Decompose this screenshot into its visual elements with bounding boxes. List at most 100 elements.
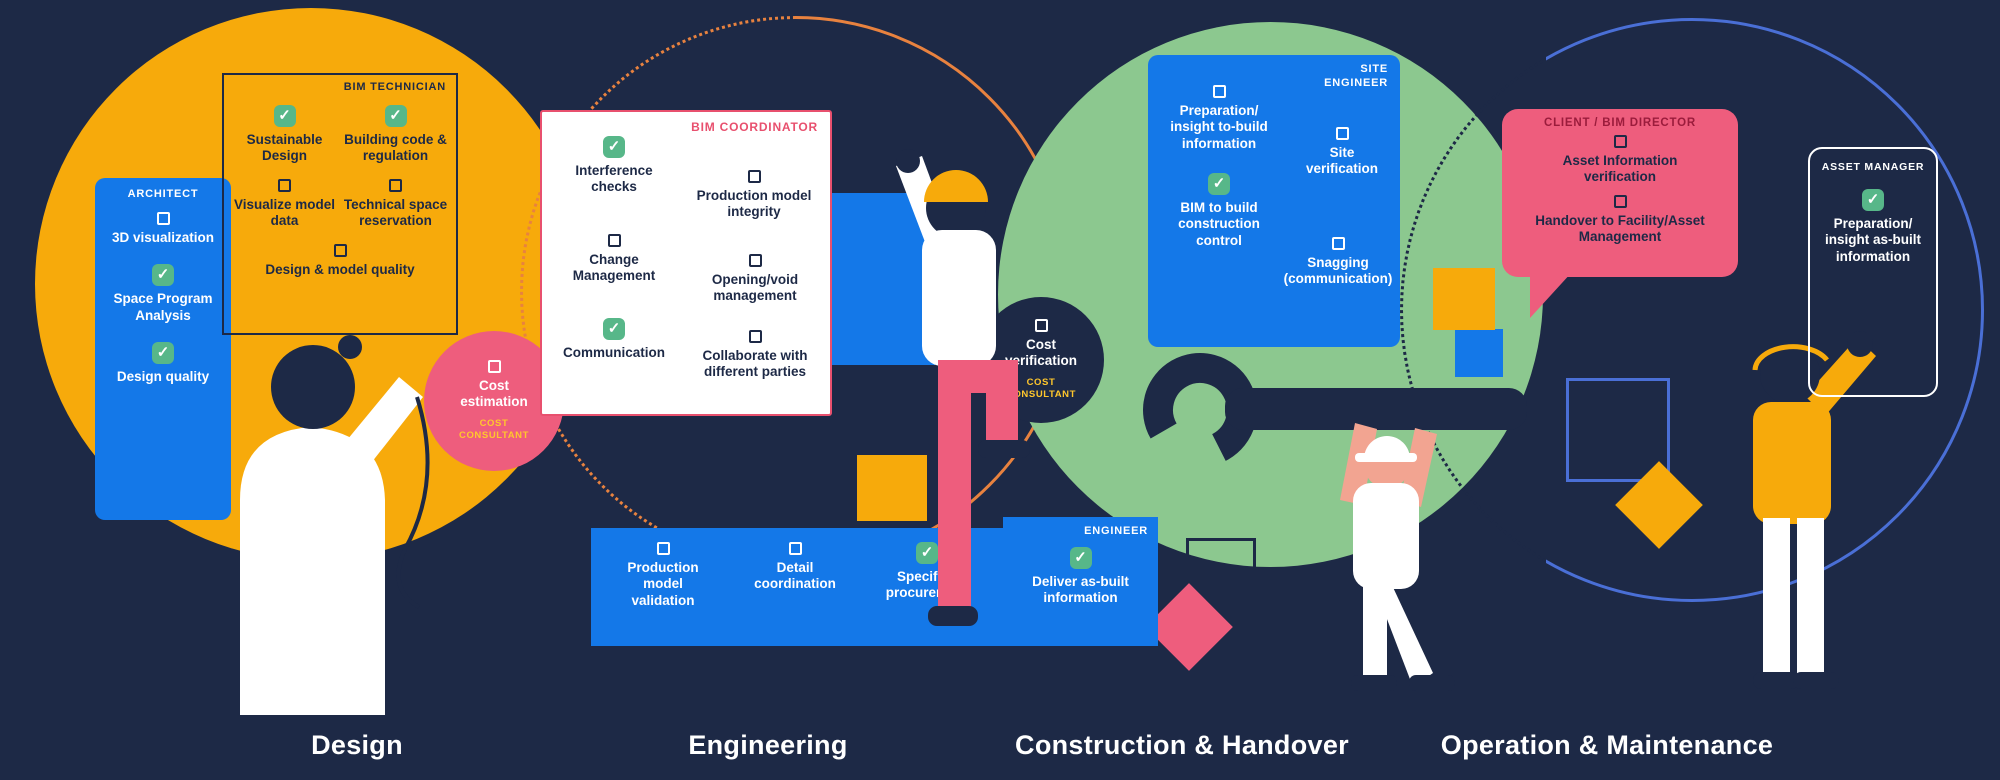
site-engineer-card-title: SITE ENGINEER	[1324, 63, 1388, 89]
task-label: Cost estimation	[460, 377, 528, 410]
unchecked-checkbox-icon	[1034, 318, 1048, 332]
checked-checkbox-icon	[1862, 189, 1884, 211]
task-label: Opening/void management	[711, 272, 799, 304]
wrench-handle-icon	[1225, 388, 1527, 430]
unchecked-checkbox-icon	[1212, 85, 1226, 98]
task-item: Design & model quality	[232, 243, 448, 278]
checked-checkbox-icon	[1208, 173, 1230, 195]
unchecked-checkbox-icon	[1335, 127, 1349, 140]
task-label: Collaborate with different parties	[702, 348, 808, 380]
unchecked-checkbox-icon	[748, 330, 762, 343]
blue-outline-square-shape	[1566, 378, 1670, 482]
checked-checkbox-icon	[152, 264, 174, 287]
cost-consultant-role-label: COST CONSULTANT	[1005, 376, 1077, 400]
task-item: Preparation/ insight to-build informatio…	[1160, 85, 1278, 152]
architect-card: ARCHITECT 3D visualizationSpace Program …	[95, 178, 231, 520]
task-label: Interference checks	[575, 163, 653, 195]
asset-manager-card: ASSET MANAGER Preparation/ insight as-bu…	[1808, 147, 1938, 397]
yellow-square-shape	[1433, 268, 1495, 330]
task-item: Cost estimation	[451, 359, 537, 411]
bim-coordinator-card-title: BIM COORDINATOR	[691, 120, 818, 134]
phase-label-engineering: Engineering	[688, 730, 848, 760]
phase-label-design: Design	[311, 730, 403, 760]
task-item: Building code & regulation	[343, 105, 448, 165]
bim-technician-card: BIM TECHNICIAN Sustainable Design Buildin…	[222, 73, 458, 335]
unchecked-checkbox-icon	[389, 178, 402, 192]
task-label: Deliver as-built information	[1032, 574, 1129, 606]
architect-illustration	[240, 335, 430, 715]
task-label: 3D visualization	[111, 230, 215, 245]
task-item: Site verification	[1296, 127, 1388, 178]
navy-outline-square-shape	[1186, 538, 1256, 608]
client-bim-director-title: CLIENT / BIM DIRECTOR	[1543, 117, 1697, 129]
speech-bubble-tail	[1530, 272, 1572, 318]
task-label: Preparation/ insight as-built informatio…	[1825, 216, 1921, 264]
cost-estimation-task-list: Cost estimation	[451, 359, 537, 411]
task-label: Design quality	[116, 369, 210, 385]
task-item: Communication	[552, 318, 676, 361]
checked-checkbox-icon	[273, 105, 296, 127]
task-label: BIM to build construction control	[1178, 200, 1260, 248]
unchecked-checkbox-icon	[1613, 194, 1627, 208]
task-item: Sustainable Design	[232, 105, 337, 165]
unchecked-checkbox-icon	[747, 170, 761, 183]
task-item: Production model integrity	[690, 170, 818, 221]
task-item: Deliver as-built information	[1020, 547, 1142, 607]
checked-checkbox-icon	[1069, 547, 1092, 569]
blue-square-shape	[1455, 329, 1503, 377]
unchecked-checkbox-icon	[278, 178, 291, 192]
asset-manager-card-title: ASSET MANAGER	[1821, 161, 1925, 173]
task-label: Technical space reservation	[343, 196, 448, 229]
unchecked-checkbox-icon	[156, 212, 170, 225]
unchecked-checkbox-icon	[656, 542, 670, 555]
task-label: Production model validation	[627, 560, 699, 608]
engineer-task-list: Deliver as-built information	[1003, 517, 1158, 607]
cost-verification-task-list: Cost verification	[998, 318, 1084, 370]
task-label: Building code & regulation	[344, 132, 447, 164]
bim-technician-card-title: BIM TECHNICIAN	[343, 81, 446, 93]
unchecked-checkbox-icon	[748, 254, 762, 267]
bim-technician-task-list: Sustainable Design Building code & regula…	[232, 105, 448, 278]
task-label: Detail coordination	[754, 560, 836, 592]
unchecked-checkbox-icon	[1331, 237, 1345, 250]
task-item: Technical space reservation	[343, 178, 448, 230]
checked-checkbox-icon	[603, 318, 625, 340]
task-label: Space Program Analysis	[113, 291, 213, 323]
task-label: Sustainable Design	[246, 132, 323, 164]
client-bim-director-bubble: CLIENT / BIM DIRECTOR Asset Information …	[1502, 109, 1738, 277]
task-item: BIM to build construction control	[1160, 173, 1278, 249]
task-item: Visualize model data	[232, 178, 337, 230]
task-item: Space Program Analysis	[107, 264, 219, 324]
task-item: Handover to Facility/Asset Management	[1525, 194, 1715, 246]
task-label: Production model integrity	[696, 188, 812, 220]
yellow-box-shape	[857, 455, 927, 521]
task-label: Handover to Facility/Asset Management	[1535, 212, 1705, 245]
engineer-illustration	[896, 149, 1030, 626]
task-label: Snagging (communication)	[1283, 255, 1393, 287]
checked-checkbox-icon	[916, 542, 938, 564]
task-item: Design quality	[107, 342, 219, 385]
phase-label-operation-maintenance: Operation & Maintenance	[1440, 730, 1774, 760]
task-item: Asset Information verification	[1525, 135, 1715, 186]
task-item: Collaborate with different parties	[688, 330, 822, 381]
task-label: Change Management	[572, 252, 656, 284]
blue-rectangle-shape	[828, 193, 935, 365]
task-label: Communication	[562, 345, 665, 360]
engineer-card: ENGINEER Deliver as-built information	[1003, 517, 1158, 646]
task-item: Cost verification	[998, 318, 1084, 370]
task-item: Detail coordination	[745, 542, 845, 609]
task-label: Cost verification	[1004, 336, 1078, 369]
task-label: Design & model quality	[265, 261, 415, 277]
architect-card-title: ARCHITECT	[127, 188, 199, 200]
task-label: Preparation/ insight to-build informatio…	[1170, 103, 1268, 151]
unchecked-checkbox-icon	[333, 243, 347, 257]
site-engineer-task-list: Preparation/ insight to-build informatio…	[1148, 55, 1400, 347]
task-item: 3D visualization	[107, 212, 219, 246]
task-item: Preparation/ insight as-built informatio…	[1823, 189, 1923, 265]
checked-checkbox-icon	[603, 136, 625, 158]
task-item: Snagging (communication)	[1284, 237, 1392, 288]
task-label: Asset Information verification	[1562, 153, 1678, 185]
checked-checkbox-icon	[152, 342, 174, 365]
